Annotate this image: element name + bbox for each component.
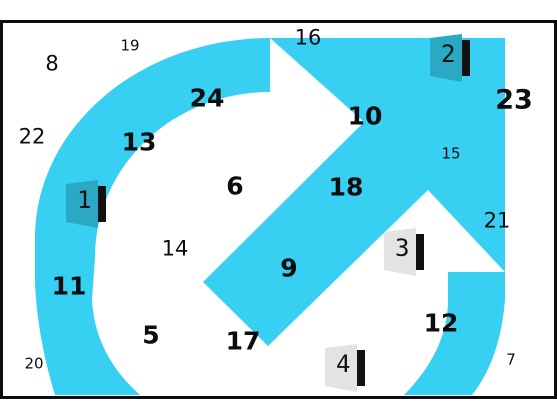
board-number: 24 xyxy=(189,83,225,113)
board-number: 17 xyxy=(225,326,261,356)
lower-right-track xyxy=(404,272,505,395)
board-number: 5 xyxy=(142,320,160,350)
door-marker-1[interactable]: 1 xyxy=(64,180,110,228)
door-marker-4[interactable]: 4 xyxy=(323,344,369,392)
board-number: 20 xyxy=(24,354,44,373)
door-marker-3[interactable]: 3 xyxy=(382,228,428,276)
board-number: 15 xyxy=(441,144,461,163)
door-number: 4 xyxy=(336,350,351,378)
door-bar-icon xyxy=(98,186,106,222)
board-number: 13 xyxy=(121,127,157,157)
door-bar-icon xyxy=(416,234,424,270)
board-number: 23 xyxy=(495,84,533,116)
board-number: 22 xyxy=(18,124,46,149)
door-panel-icon xyxy=(384,228,416,276)
door-number: 3 xyxy=(395,234,410,262)
board-number: 21 xyxy=(483,208,511,233)
door-panel-icon xyxy=(325,344,357,392)
board-number: 11 xyxy=(51,271,87,301)
board-number: 12 xyxy=(423,308,459,338)
door-bar-icon xyxy=(357,350,365,386)
board-number: 18 xyxy=(328,172,364,202)
board-number: 9 xyxy=(280,253,298,283)
board-number: 16 xyxy=(294,25,322,50)
board-number: 7 xyxy=(506,350,516,369)
door-number: 2 xyxy=(441,40,456,68)
door-marker-2[interactable]: 2 xyxy=(428,34,474,82)
board-number: 8 xyxy=(45,51,59,76)
door-number: 1 xyxy=(77,186,92,214)
board-number: 14 xyxy=(161,236,189,261)
board-border xyxy=(0,20,557,399)
board-number: 10 xyxy=(347,101,383,131)
curved-track xyxy=(35,38,270,395)
door-panel-icon xyxy=(66,180,98,228)
board-number: 6 xyxy=(226,171,244,201)
arrow-track xyxy=(203,38,505,346)
door-panel-icon xyxy=(430,34,462,82)
board-number: 19 xyxy=(120,36,140,55)
door-bar-icon xyxy=(462,40,470,76)
